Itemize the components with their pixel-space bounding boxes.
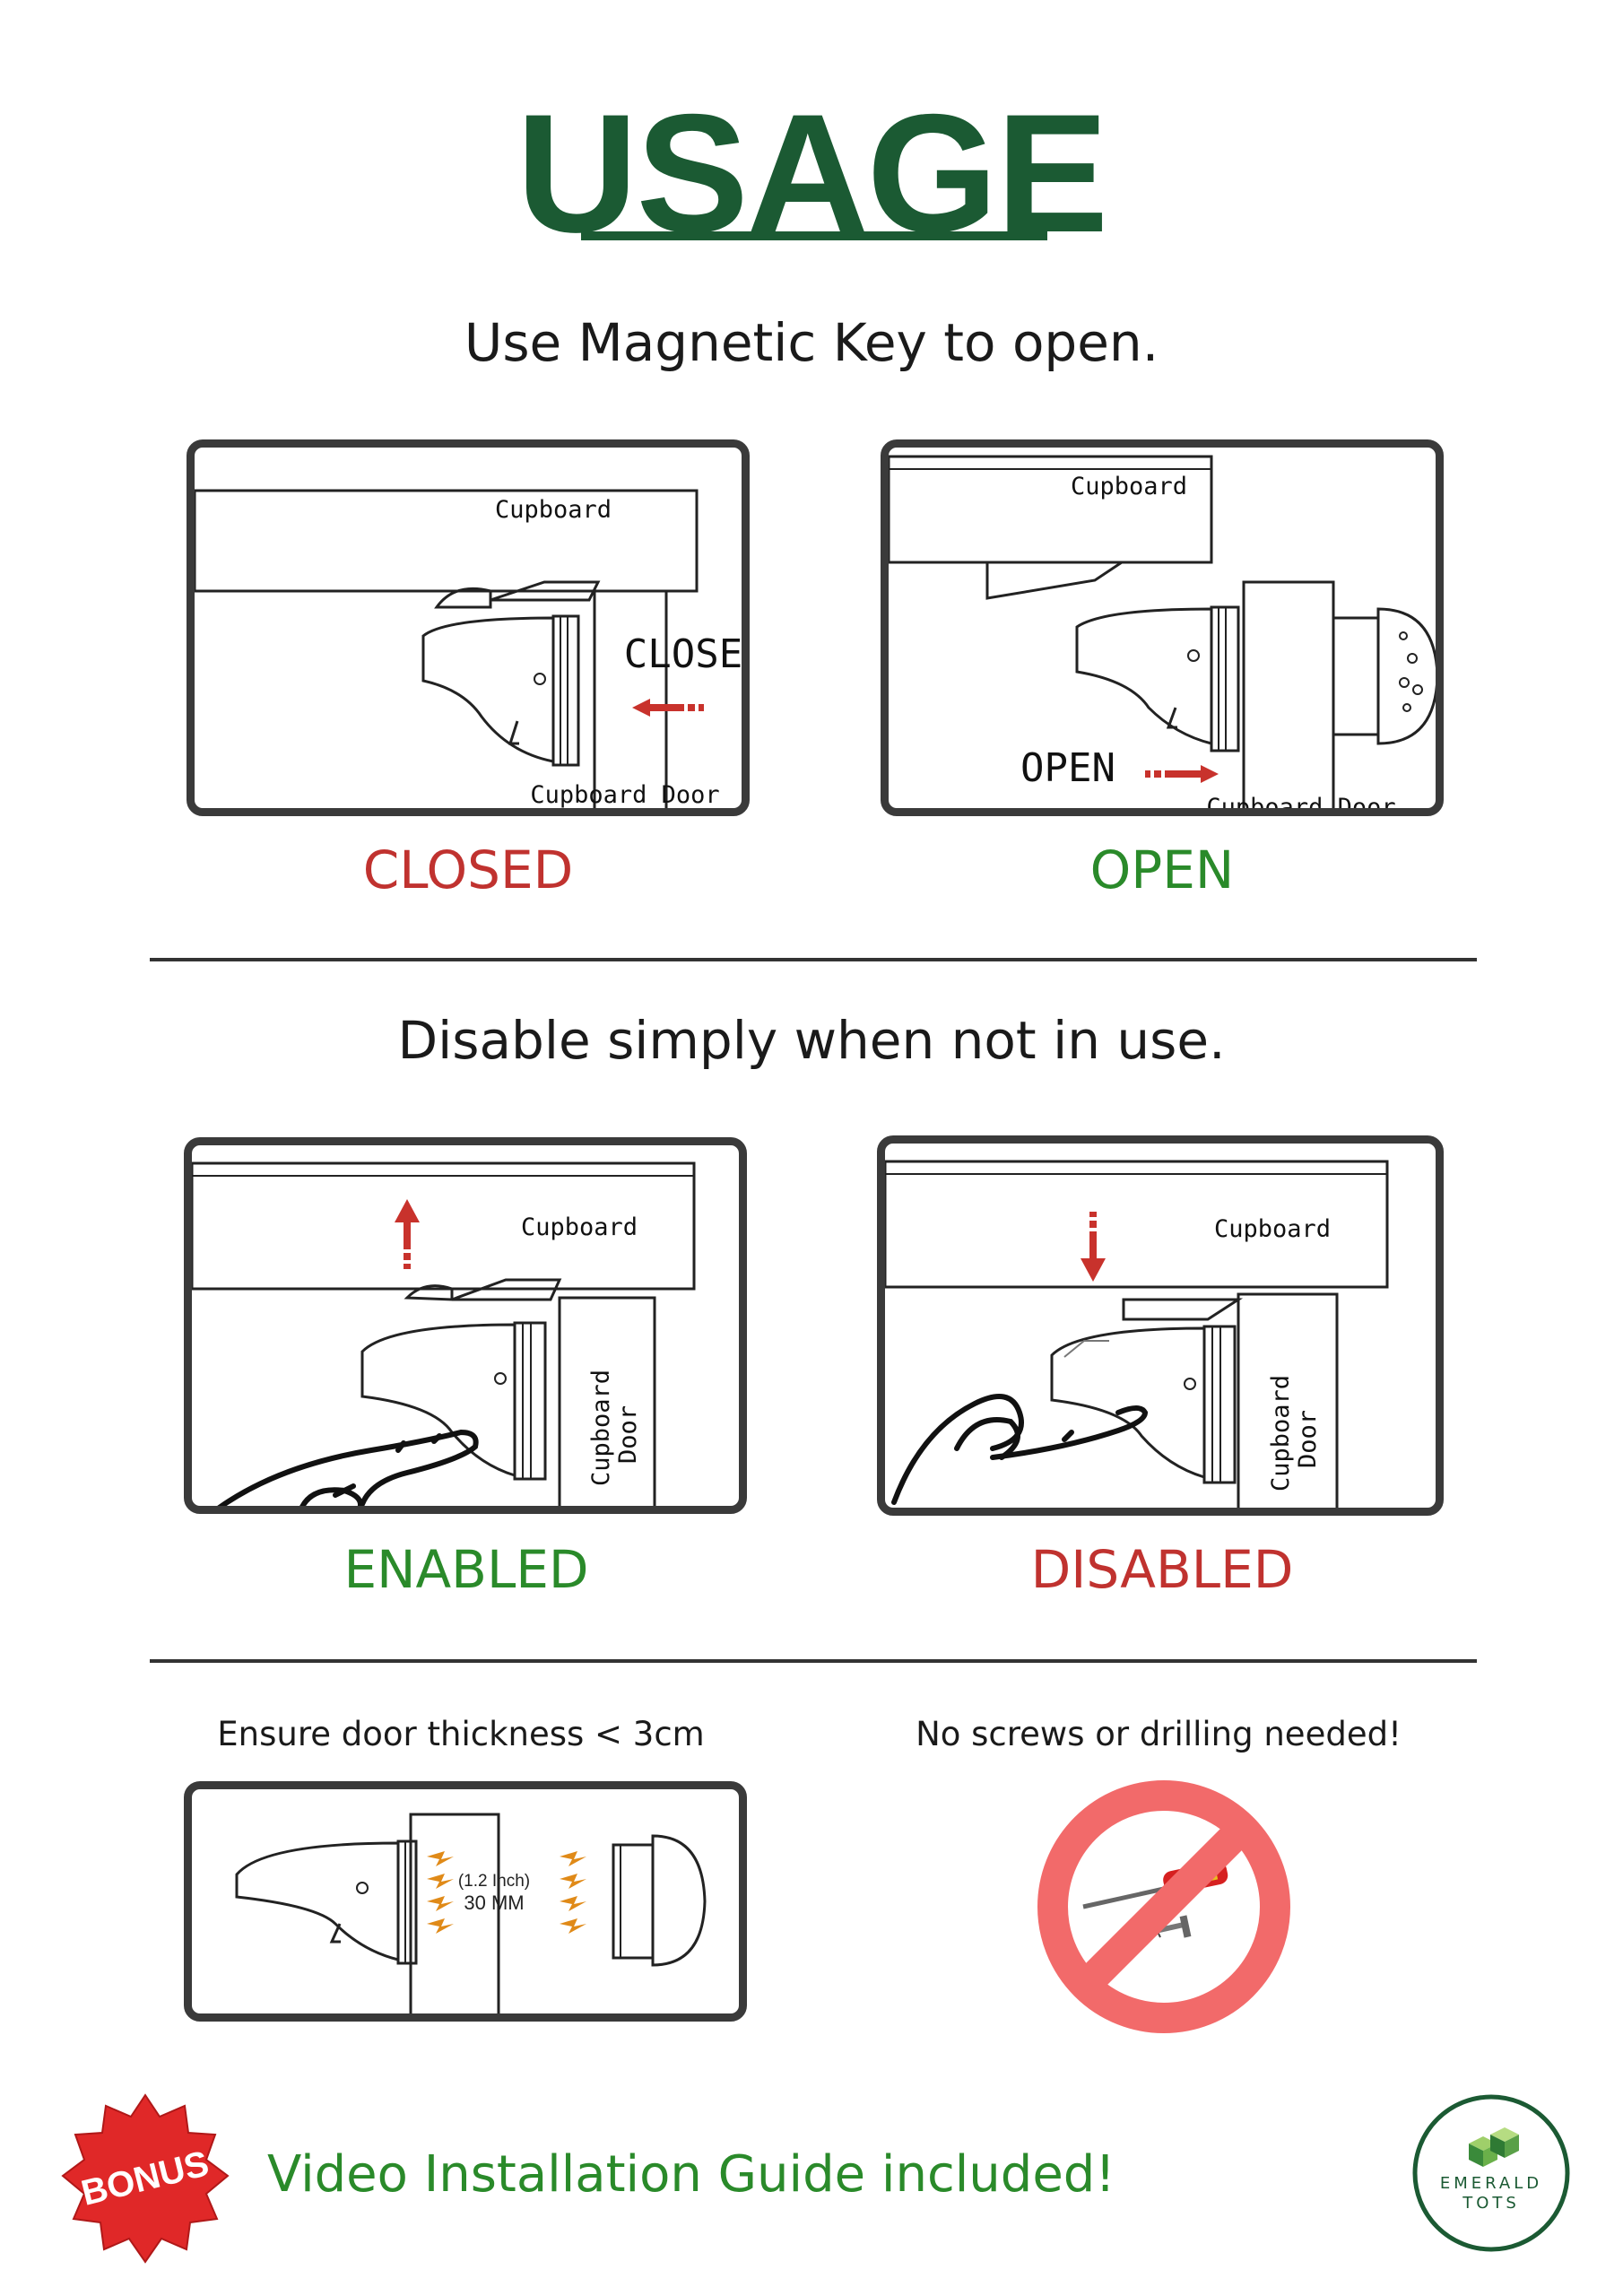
section-heading-magnetic-key: Use Magnetic Key to open. [464, 312, 1159, 373]
closed-illustration: Cupboard CLOSE Cupboard Door [195, 489, 742, 809]
hand-icon [891, 1394, 1149, 1505]
closed-state-label: CLOSED [362, 839, 574, 900]
cupboard-door-label: Cupboard Door [1206, 794, 1395, 816]
section-divider [150, 1659, 1477, 1663]
magnetic-key-icon [1332, 607, 1436, 745]
cupboard-label: Cupboard [521, 1213, 638, 1241]
open-illustration: Cupboard OPEN Cupboard Door [889, 455, 1436, 816]
door-thickness-illustration: (1.2 Inch) 30 MM [235, 1813, 707, 2013]
magnetic-force-icon [560, 1851, 586, 1934]
enabled-state-label: ENABLED [343, 1539, 589, 1600]
enabled-illustration: Cupboard Cupboard Door [192, 1161, 696, 1506]
prohibition-icon [1037, 1780, 1290, 2033]
magnetic-force-icon [427, 1851, 454, 1934]
cupboard-label: Cupboard [495, 496, 612, 524]
cupboard-door-label-line2: Door [1294, 1410, 1322, 1468]
starburst-icon [61, 2093, 230, 2264]
enabled-illustration-panel: Cupboard Cupboard Door [184, 1137, 747, 1514]
cupboard-door-label-line2: Door [614, 1405, 642, 1464]
section-heading-disable: Disable simply when not in use. [397, 1010, 1226, 1071]
disabled-illustration: Cupboard Cupboard Door [885, 1160, 1389, 1508]
no-screws-heading: No screws or drilling needed! [916, 1715, 1402, 1753]
cupboard-door-label-line1: Cupboard [587, 1370, 615, 1486]
magnetic-key-icon [612, 1834, 707, 1967]
cupboard-door-label-line1: Cupboard [1267, 1375, 1295, 1492]
logo-line1: EMERALD [1440, 2174, 1542, 2193]
open-illustration-panel: Cupboard OPEN Cupboard Door [881, 439, 1444, 816]
brand-logo: EMERALD TOTS [1412, 2094, 1570, 2252]
disabled-illustration-panel: Cupboard Cupboard Door [877, 1135, 1444, 1516]
logo-line2: TOTS [1462, 2194, 1520, 2213]
title-underline [581, 231, 1047, 240]
cupboard-label: Cupboard [1071, 473, 1187, 500]
blocks-icon [1469, 2127, 1519, 2167]
thickness-inch-label: (1.2 Inch) [458, 1872, 530, 1891]
close-arrow-icon [632, 699, 704, 717]
lift-arrow-icon [395, 1199, 420, 1269]
cupboard-label: Cupboard [1214, 1215, 1331, 1243]
bonus-text: Video Installation Guide included! [267, 2145, 1115, 2204]
disabled-state-label: DISABLED [1030, 1539, 1294, 1600]
open-state-label: OPEN [1089, 839, 1235, 900]
no-drilling-sign [1037, 1780, 1290, 2033]
closed-illustration-panel: Cupboard CLOSE Cupboard Door [187, 439, 750, 816]
door-thickness-heading: Ensure door thickness < 3cm [217, 1715, 705, 1753]
page-title: USAGE [516, 79, 1109, 267]
open-arrow-icon [1145, 765, 1219, 783]
hand-icon [217, 1429, 479, 1506]
door-thickness-panel: (1.2 Inch) 30 MM [184, 1781, 747, 2022]
close-action-label: CLOSE [624, 631, 742, 677]
thickness-mm-label: 30 MM [464, 1892, 524, 1914]
cupboard-door-label: Cupboard Door [530, 781, 719, 809]
push-arrow-icon [1081, 1212, 1106, 1282]
section-divider [150, 958, 1477, 961]
bonus-badge: BONUS [61, 2093, 230, 2264]
open-action-label: OPEN [1020, 745, 1115, 791]
